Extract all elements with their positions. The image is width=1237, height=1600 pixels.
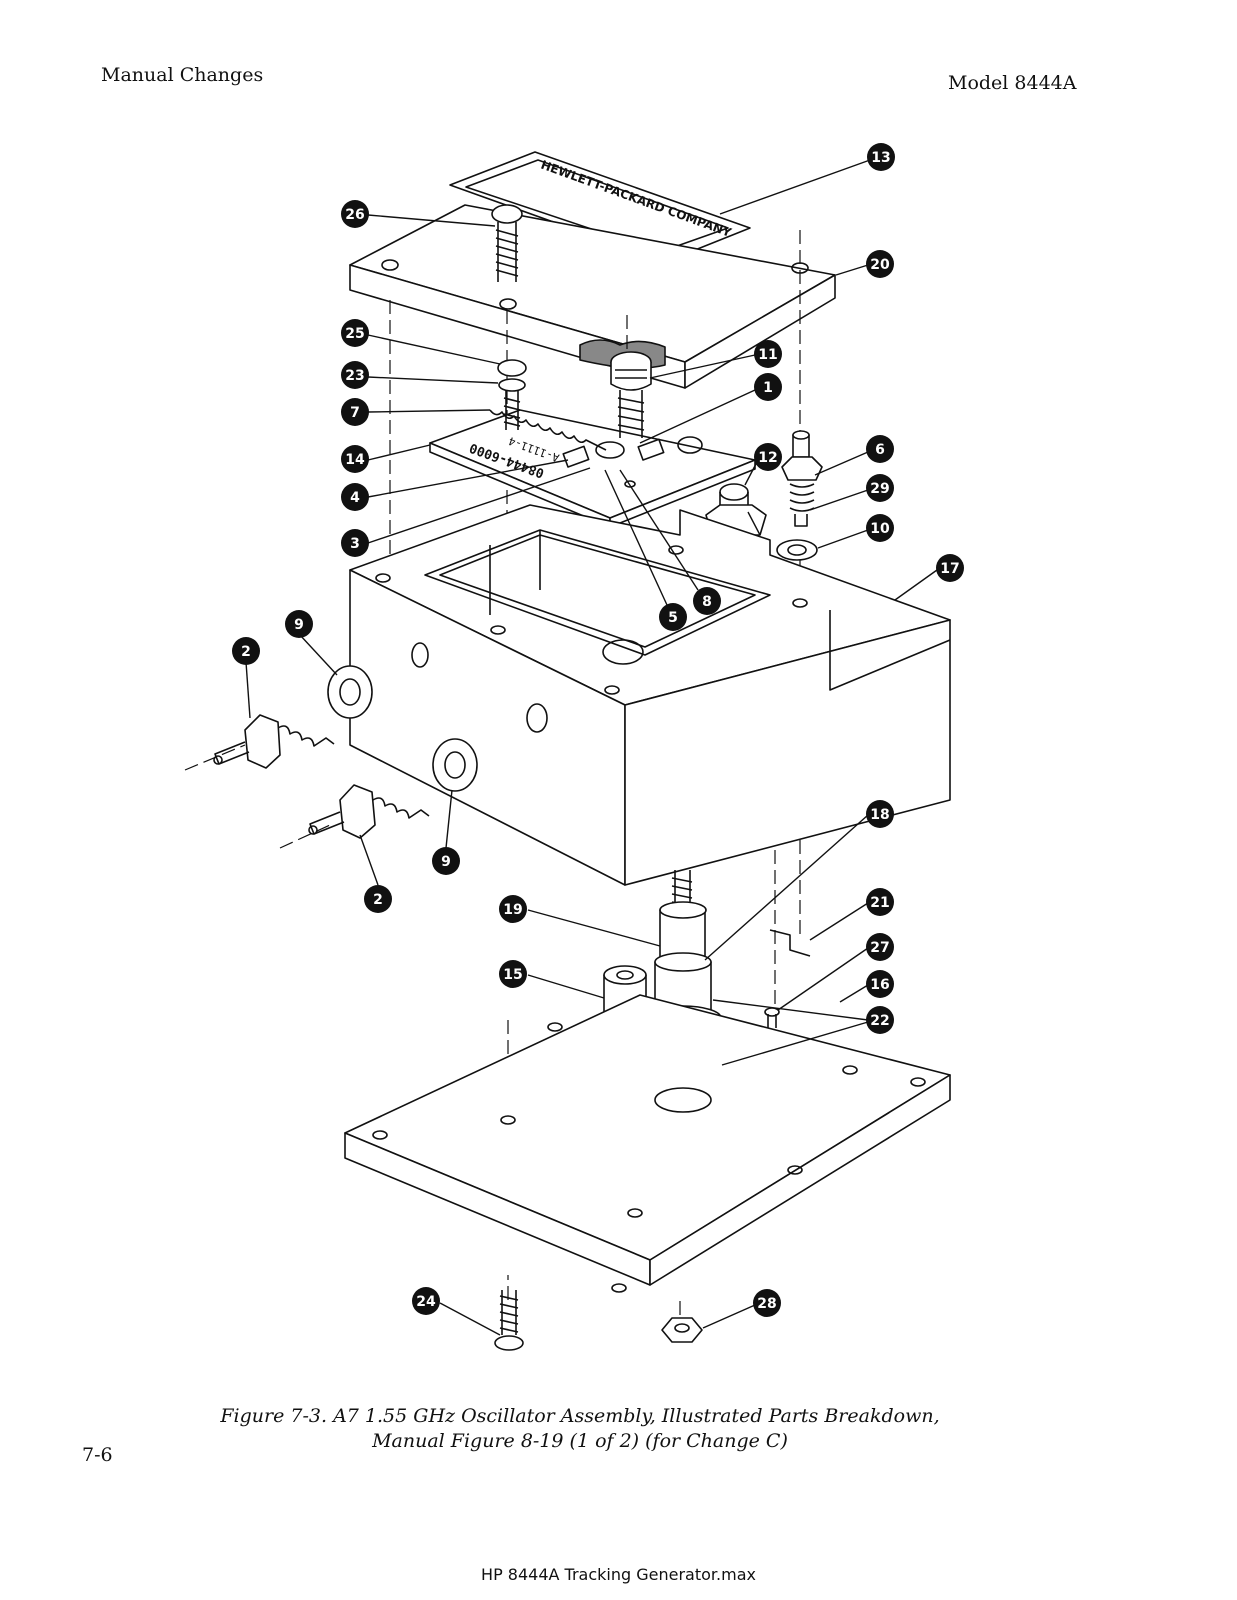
callout-balloons: 13 26 20 25 11 23 1 7 6 12 14 29 4 10 3 … <box>232 143 964 1317</box>
page-number: 7-6 <box>82 1444 113 1466</box>
callout-18: 18 <box>866 800 894 828</box>
svg-text:2: 2 <box>373 892 383 908</box>
callout-8: 8 <box>693 587 721 615</box>
svg-text:29: 29 <box>870 481 889 497</box>
callout-16: 16 <box>866 970 894 998</box>
header-model-name: Model 8444A <box>948 72 1077 94</box>
svg-text:14: 14 <box>345 452 365 468</box>
svg-text:17: 17 <box>940 561 959 577</box>
callout-1: 1 <box>754 373 782 401</box>
callout-6: 6 <box>866 435 894 463</box>
callout-25: 25 <box>341 319 369 347</box>
tuning-screw <box>610 351 652 438</box>
ground-lug <box>769 929 811 957</box>
callout-9-upper: 9 <box>285 610 313 638</box>
svg-text:22: 22 <box>870 1013 889 1029</box>
callout-7: 7 <box>341 398 369 426</box>
svg-text:9: 9 <box>294 617 304 633</box>
svg-text:4: 4 <box>350 490 360 506</box>
svg-text:16: 16 <box>870 977 889 993</box>
bottom-screw <box>494 1290 524 1351</box>
callout-19: 19 <box>499 895 527 923</box>
svg-text:19: 19 <box>503 902 522 918</box>
callout-2-lower: 2 <box>364 885 392 913</box>
board-screw <box>497 359 527 430</box>
footer-filename: HP 8444A Tracking Generator.max <box>481 1565 756 1584</box>
callout-13: 13 <box>867 143 895 171</box>
figure-caption-line-2: Manual Figure 8-19 (1 of 2) (for Change … <box>372 1430 788 1452</box>
callout-12: 12 <box>754 443 782 471</box>
svg-text:9: 9 <box>441 854 451 870</box>
svg-text:26: 26 <box>345 207 364 223</box>
circuit-board: 08444-6000 A-1111-4 <box>429 409 756 528</box>
callout-20: 20 <box>866 250 894 278</box>
callout-17: 17 <box>936 554 964 582</box>
callout-2-upper: 2 <box>232 637 260 665</box>
callout-26: 26 <box>341 200 369 228</box>
callout-10: 10 <box>866 514 894 542</box>
callout-9-lower: 9 <box>432 847 460 875</box>
cover-screw <box>491 204 523 282</box>
svg-text:21: 21 <box>870 895 889 911</box>
svg-text:12: 12 <box>758 450 777 466</box>
callout-27: 27 <box>866 933 894 961</box>
callout-29: 29 <box>866 474 894 502</box>
svg-text:6: 6 <box>875 442 885 458</box>
svg-text:5: 5 <box>668 610 678 626</box>
callout-15: 15 <box>499 960 527 988</box>
callout-24: 24 <box>412 1287 440 1315</box>
header-section-title: Manual Changes <box>101 64 264 86</box>
figure-caption: Figure 7-3. A7 1.55 GHz Oscillator Assem… <box>200 1404 960 1454</box>
callout-5: 5 <box>659 603 687 631</box>
svg-text:7: 7 <box>350 405 360 421</box>
callout-21: 21 <box>866 888 894 916</box>
svg-text:3: 3 <box>350 536 360 552</box>
svg-text:28: 28 <box>757 1296 776 1312</box>
svg-text:20: 20 <box>870 257 890 273</box>
svg-text:25: 25 <box>345 326 364 342</box>
callout-22: 22 <box>866 1006 894 1034</box>
svg-text:15: 15 <box>503 967 522 983</box>
cover-plate <box>349 204 836 389</box>
figure-caption-line-1: Figure 7-3. A7 1.55 GHz Oscillator Assem… <box>220 1405 940 1427</box>
callout-3: 3 <box>341 529 369 557</box>
callout-4: 4 <box>341 483 369 511</box>
oscillator-housing <box>349 504 951 886</box>
svg-text:27: 27 <box>870 940 889 956</box>
svg-text:10: 10 <box>870 521 890 537</box>
svg-text:11: 11 <box>758 347 777 363</box>
callout-23: 23 <box>341 361 369 389</box>
svg-text:8: 8 <box>702 594 712 610</box>
feedthrough <box>781 430 823 527</box>
side-connector-lower <box>308 738 478 839</box>
callout-14: 14 <box>341 445 369 473</box>
bottom-plate <box>344 994 951 1293</box>
svg-text:2: 2 <box>241 644 251 660</box>
side-connector-upper <box>213 665 373 769</box>
hex-nut <box>661 1317 703 1343</box>
callout-11: 11 <box>754 340 782 368</box>
svg-text:18: 18 <box>870 807 889 823</box>
leader-lines <box>245 159 938 1336</box>
callout-28: 28 <box>753 1289 781 1317</box>
lock-washer-top <box>776 539 818 561</box>
svg-text:1: 1 <box>763 380 773 396</box>
svg-text:23: 23 <box>345 368 364 384</box>
svg-text:13: 13 <box>871 150 890 166</box>
svg-text:24: 24 <box>416 1294 436 1310</box>
small-screw <box>764 1007 780 1028</box>
